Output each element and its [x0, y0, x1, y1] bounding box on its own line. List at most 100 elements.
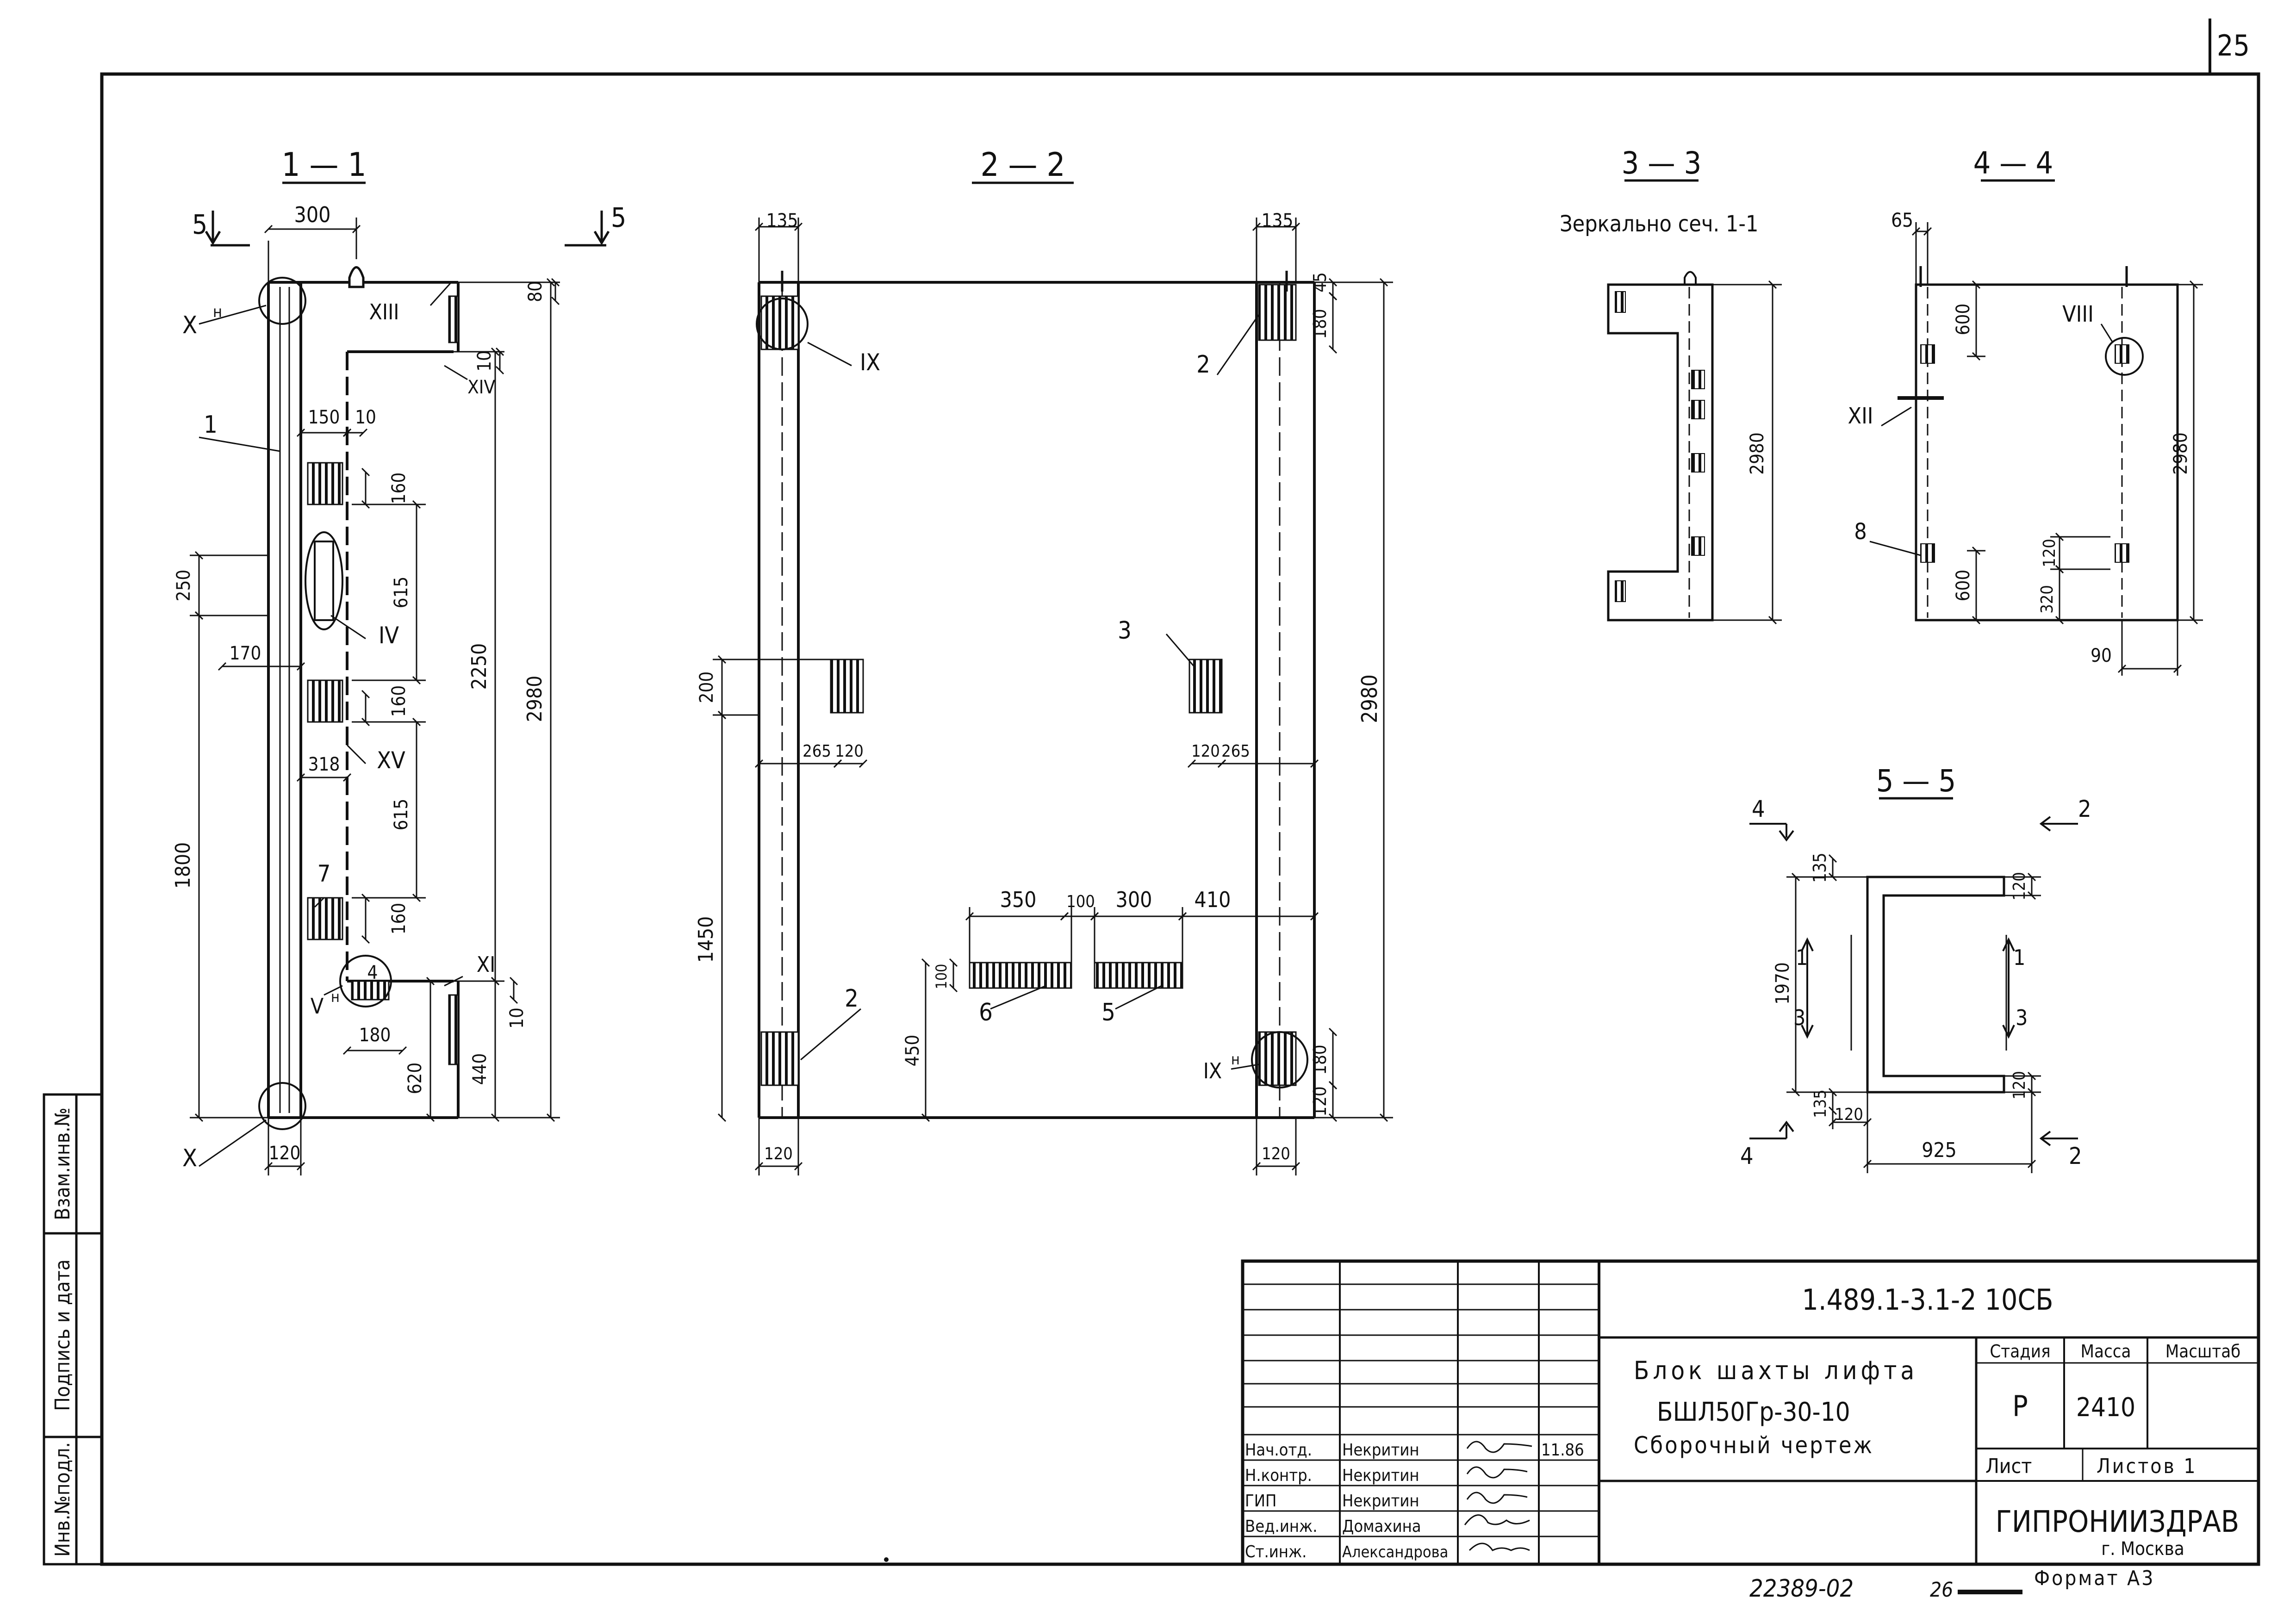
- section-2-2: 2 — 2: [694, 146, 1393, 1175]
- section-3-3-title: 3 — 3: [1622, 145, 1702, 181]
- cut-mark-5-right: 5: [565, 202, 626, 247]
- doc-name-line3: Сборочный чертеж: [1634, 1432, 1874, 1459]
- org-city: г. Москва: [2101, 1538, 2184, 1560]
- dim-120-s4: 120: [2040, 539, 2059, 567]
- callout-5: 5: [1101, 999, 1115, 1026]
- callout-4: 4: [367, 962, 378, 983]
- section-1-1-dims: 300 80 10 150 10 160 615 250 170 160 225…: [171, 202, 547, 1164]
- dim-100-a: 100: [1066, 892, 1095, 911]
- cut-3-right: 3: [2016, 1005, 2028, 1030]
- dim-80: 80: [525, 281, 546, 302]
- section-1-1-callouts: [199, 281, 468, 1167]
- callout-iv: IV: [379, 622, 399, 649]
- callout-ix: IX: [860, 349, 880, 376]
- section-1-1-title: 1 — 1: [281, 146, 366, 184]
- section-3-3: 3 — 3 Зеркально сеч. 1-1 2980: [1560, 145, 1782, 625]
- cut-4-bottom: 4: [1740, 1143, 1754, 1169]
- callout-ix-n: IX: [1203, 1058, 1222, 1083]
- callout-xiv: XIV: [467, 377, 495, 398]
- page-number: 25: [2217, 29, 2250, 62]
- callout-viii: VIII: [2062, 301, 2094, 327]
- dim-1970: 1970: [1772, 962, 1793, 1005]
- staff-name: Александрова: [1342, 1543, 1448, 1561]
- callout-xiii: XIII: [369, 299, 399, 324]
- footer-format: Формат А3: [2034, 1567, 2155, 1590]
- dim-615-a: 615: [391, 577, 412, 609]
- dim-10-a: 10: [474, 350, 495, 372]
- dim-410: 410: [1195, 887, 1231, 912]
- dim-10-c: 10: [506, 1007, 528, 1029]
- margin-inv-podl: Инв.№подл.: [51, 1442, 75, 1557]
- callout-x-n: X: [182, 311, 197, 339]
- margin-vzam: Взам.инв.№: [51, 1107, 75, 1220]
- staff-role: Нач.отд.: [1245, 1441, 1312, 1460]
- dim-135-b: 135: [1262, 210, 1294, 231]
- callout-3: 3: [1118, 617, 1132, 645]
- callout-x: X: [182, 1144, 197, 1172]
- dim-300-s2: 300: [1116, 887, 1152, 912]
- staff-name: Некритин: [1342, 1441, 1419, 1460]
- staff-name: Домахина: [1342, 1517, 1421, 1536]
- cut-3-left: 3: [1793, 1005, 1805, 1030]
- signatures: [1464, 1441, 1532, 1551]
- callout-1: 1: [204, 411, 218, 439]
- doc-name-line1: Блок шахты лифта: [1634, 1356, 1918, 1385]
- dim-300: 300: [294, 202, 331, 227]
- sheets-label: Листов 1: [2097, 1455, 2197, 1478]
- staff-role: Н.контр.: [1245, 1466, 1312, 1485]
- dim-65: 65: [1891, 209, 1913, 231]
- section-4-4-title: 4 — 4: [1973, 145, 2053, 181]
- cut-1-right: 1: [2013, 945, 2025, 970]
- footer-inv: 22389-02: [1749, 1575, 1854, 1603]
- doc-name-line2: БШЛ50Гр-30-10: [1657, 1397, 1850, 1427]
- cut-4-top: 4: [1752, 796, 1765, 822]
- dim-265-a: 265: [803, 742, 831, 761]
- callout-x-n-sup: н: [213, 303, 222, 321]
- dim-180-a: 180: [1310, 309, 1330, 339]
- callout-2-b: 2: [845, 985, 859, 1013]
- dim-120-a: 120: [835, 742, 864, 761]
- dim-318: 318: [308, 754, 340, 775]
- dim-120-e: 120: [1262, 1144, 1290, 1163]
- margin-stamp: [43, 1093, 103, 1566]
- col-stage: Стадия: [1990, 1341, 2050, 1362]
- dim-120-b-s5: 120: [1835, 1105, 1863, 1124]
- callout-6: 6: [979, 999, 993, 1026]
- section-1-1: 1 — 1: [171, 146, 626, 1175]
- title-block: [1241, 1259, 2260, 1566]
- cut-mark-5-left: 5: [192, 209, 250, 247]
- col-scale: Масштаб: [2165, 1341, 2240, 1362]
- dim-2980-s2: 2980: [1357, 674, 1382, 723]
- section-4-4: 4 — 4: [1848, 145, 2203, 676]
- staff-name: Некритин: [1342, 1466, 1419, 1485]
- dim-320: 320: [2038, 585, 2057, 614]
- dim-120-c: 120: [1310, 1086, 1330, 1116]
- dim-120-b: 120: [1191, 742, 1220, 761]
- section-2-2-dims: 135 135 45 180 2980 200 265 120 120 265 …: [694, 210, 1382, 1163]
- dim-135-a-s5: 135: [1810, 852, 1830, 883]
- col-mass: Масса: [2081, 1341, 2131, 1362]
- sign-date: 11.86: [1541, 1441, 1584, 1460]
- staff-name: Некритин: [1342, 1492, 1419, 1511]
- callout-xii: XII: [1848, 403, 1873, 429]
- cut-5-right-label: 5: [611, 202, 626, 233]
- callout-v-n: V: [311, 994, 324, 1019]
- cut-5-left-label: 5: [192, 209, 207, 240]
- org-name: ГИПРОНИИЗДРАВ: [1996, 1505, 2239, 1539]
- callout-xv: XV: [377, 747, 405, 774]
- dim-2980-s4: 2980: [2170, 432, 2191, 475]
- margin-podpis: Подпись и дата: [51, 1259, 75, 1411]
- cut-1-left: 1: [1796, 945, 1808, 970]
- dim-90: 90: [2091, 645, 2112, 666]
- dim-45: 45: [1310, 272, 1330, 292]
- dim-170: 170: [230, 643, 261, 664]
- staff-role: Ст.инж.: [1245, 1542, 1307, 1561]
- dim-120: 120: [269, 1143, 301, 1164]
- stage-value: Р: [2012, 1389, 2028, 1423]
- dim-160-a: 160: [388, 473, 410, 504]
- callout-ix-n-sup: н: [1231, 1051, 1240, 1068]
- dim-440: 440: [469, 1053, 491, 1085]
- dim-135-a: 135: [766, 210, 798, 231]
- staff-role: Вед.инж.: [1245, 1517, 1318, 1536]
